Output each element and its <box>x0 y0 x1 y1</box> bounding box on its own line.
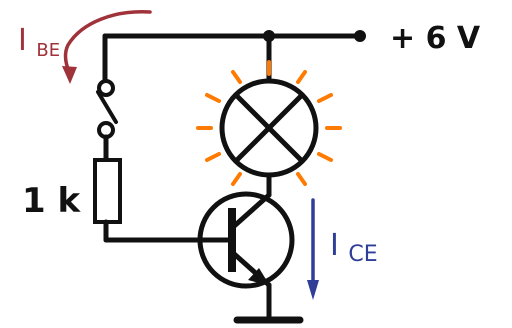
base-resistor <box>93 158 122 224</box>
glow-ray <box>317 152 333 162</box>
lamp-glow <box>196 60 342 186</box>
ibe-current-indicator: I BE <box>18 10 152 84</box>
glow-ray <box>296 70 307 84</box>
glow-ray <box>231 70 242 84</box>
resistor-value-label: 1 k <box>22 181 81 221</box>
ibe-arrow-head <box>62 66 77 84</box>
supply-rail <box>102 30 366 42</box>
ibe-label-sub: BE <box>36 40 60 61</box>
ibe-arrow-path <box>63 10 152 76</box>
glow-ray <box>317 93 333 103</box>
glow-ray <box>205 152 221 162</box>
emitter-arrow <box>248 268 270 286</box>
transistor-collector <box>229 192 272 231</box>
lamp-branch <box>219 33 319 198</box>
transistor <box>197 191 295 289</box>
ground <box>233 282 304 324</box>
glow-ray <box>231 172 242 186</box>
ibe-label-main: I <box>18 23 27 58</box>
supply-voltage-label: + 6 V <box>390 21 481 56</box>
ice-label-sub: CE <box>348 242 377 267</box>
glow-ray <box>296 172 307 186</box>
lamp-cross-b <box>233 92 305 164</box>
base-branch <box>93 33 231 243</box>
svg-text:I BE: I BE <box>18 23 60 61</box>
terminal-node <box>354 30 366 42</box>
ice-label-main: I <box>330 228 339 263</box>
ice-arrow-head <box>307 280 319 300</box>
glow-ray <box>205 93 221 103</box>
switch-lever <box>96 90 118 124</box>
switch-contact-top <box>97 79 115 97</box>
svg-text:I CE: I CE <box>330 228 378 267</box>
ice-current-indicator: I CE <box>307 198 378 300</box>
